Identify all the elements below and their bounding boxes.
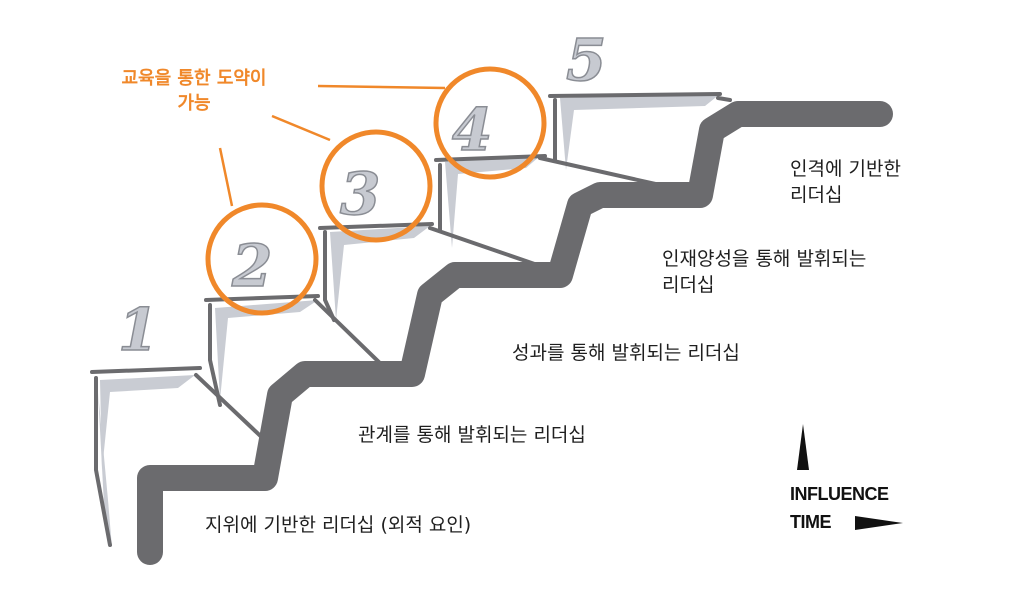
step-shadow-1b (98, 392, 112, 548)
step-label-5-line-1: 인격에 기반한 (790, 158, 901, 180)
callout-lines (218, 84, 446, 207)
time-arrow-icon (855, 516, 903, 530)
step-label-2: 관계를 통해 발휘되는 리더십 (358, 424, 586, 446)
step-shadow-2 (215, 300, 318, 400)
callout-text: 교육을 통한 도약이 가능 (104, 66, 284, 116)
legend-influence: INFLUENCE (790, 484, 889, 504)
step-shadow-3 (330, 226, 430, 320)
step-shadow-5 (560, 94, 720, 170)
step-shadow-1 (100, 375, 195, 470)
step-label-5-line-2: 리더십 (790, 184, 843, 206)
step-number-2: 2 (231, 232, 272, 300)
callout-line-1: 교육을 통한 도약이 (121, 68, 267, 89)
callout-line-2: 가능 (177, 93, 211, 114)
step-label-4: 인재양성을 통해 발휘되는 리더십 (662, 246, 866, 298)
step-label-4-line-2: 리더십 (662, 274, 715, 296)
step-label-4-line-1: 인재양성을 통해 발휘되는 (662, 248, 867, 270)
step-label-3: 성과를 통해 발휘되는 리더십 (512, 342, 740, 364)
step-number-3: 3 (340, 160, 380, 228)
step-number-4: 4 (452, 96, 492, 164)
highlight-circle-4 (433, 66, 547, 180)
riser-lines (90, 92, 732, 547)
main-staircase (137, 101, 893, 565)
highlight-circle-2 (205, 202, 319, 316)
step-label-5: 인격에 기반한 리더십 (790, 156, 901, 208)
legend-time: TIME (790, 512, 832, 532)
influence-arrow-icon (797, 424, 809, 470)
step-label-1: 지위에 기반한 리더십 (외적 요인) (205, 514, 472, 536)
highlight-circles (205, 66, 547, 316)
step-number-1: 1 (118, 296, 158, 364)
highlight-circle-3 (319, 129, 433, 243)
step-number-5: 5 (566, 26, 606, 94)
step-numbers: 1 2 3 4 5 (117, 25, 607, 365)
